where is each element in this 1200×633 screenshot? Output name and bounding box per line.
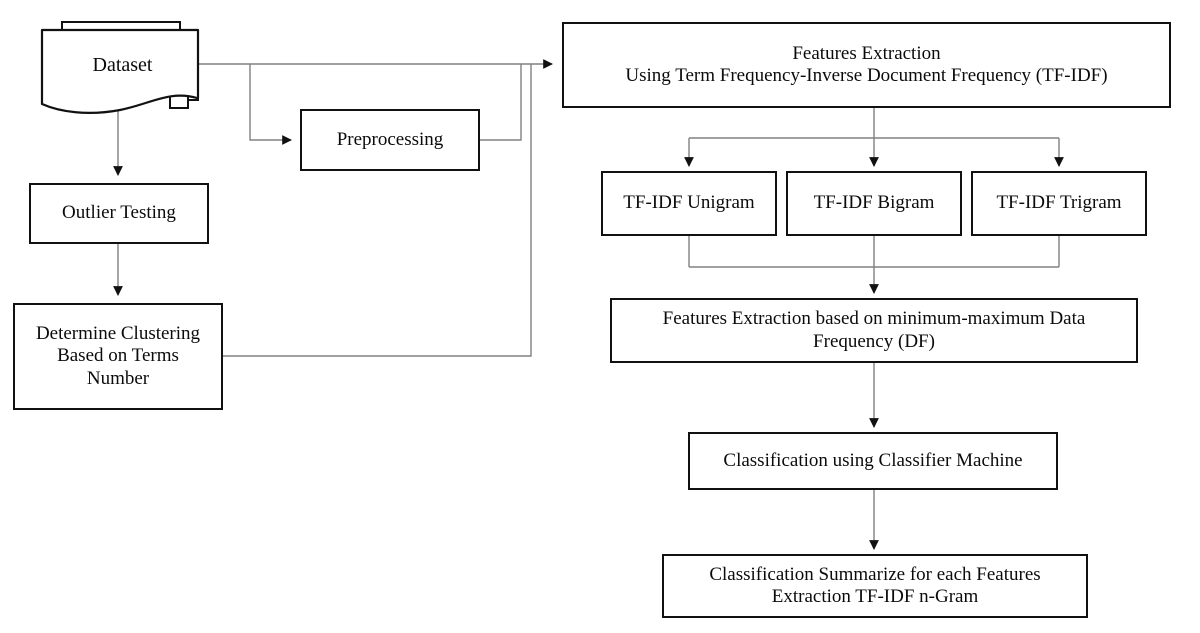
node-outlier-testing[interactable]: Outlier Testing <box>29 183 209 244</box>
node-determine-clustering-label: Determine Clustering Based on Terms Numb… <box>35 322 201 389</box>
node-determine-clustering[interactable]: Determine Clustering Based on Terms Numb… <box>13 303 223 410</box>
node-dataset[interactable]: Dataset <box>30 12 215 116</box>
node-tfidf-trigram-label: TF-IDF Trigram <box>996 192 1122 214</box>
edge-preprocessing-to-features-extraction <box>480 64 522 141</box>
node-classification[interactable]: Classification using Classifier Machine <box>688 432 1058 490</box>
node-features-extraction-df-label: Features Extraction based on minimum-max… <box>662 308 1086 352</box>
edge-dataset-to-preprocessing <box>249 64 292 145</box>
node-tfidf-bigram-label: TF-IDF Bigram <box>813 192 935 214</box>
node-classification-label: Classification using Classifier Machine <box>723 449 1023 471</box>
node-preprocessing[interactable]: Preprocessing <box>300 109 480 171</box>
node-preprocessing-label: Preprocessing <box>336 128 444 150</box>
node-features-extraction-tfidf-label: Features Extraction Using Term Frequency… <box>625 42 1108 86</box>
node-dataset-label: Dataset <box>92 54 153 76</box>
node-tfidf-unigram[interactable]: TF-IDF Unigram <box>601 171 777 236</box>
node-features-extraction-df[interactable]: Features Extraction based on minimum-max… <box>610 298 1138 363</box>
node-tfidf-unigram-label: TF-IDF Unigram <box>623 192 755 214</box>
node-classification-summary[interactable]: Classification Summarize for each Featur… <box>662 554 1088 618</box>
node-classification-summary-label: Classification Summarize for each Featur… <box>709 563 1041 607</box>
node-features-extraction-tfidf[interactable]: Features Extraction Using Term Frequency… <box>562 22 1171 108</box>
node-tfidf-bigram[interactable]: TF-IDF Bigram <box>786 171 962 236</box>
node-tfidf-trigram[interactable]: TF-IDF Trigram <box>971 171 1147 236</box>
node-outlier-testing-label: Outlier Testing <box>62 202 176 224</box>
edge-determine-clustering-to-features-extraction <box>222 64 532 357</box>
